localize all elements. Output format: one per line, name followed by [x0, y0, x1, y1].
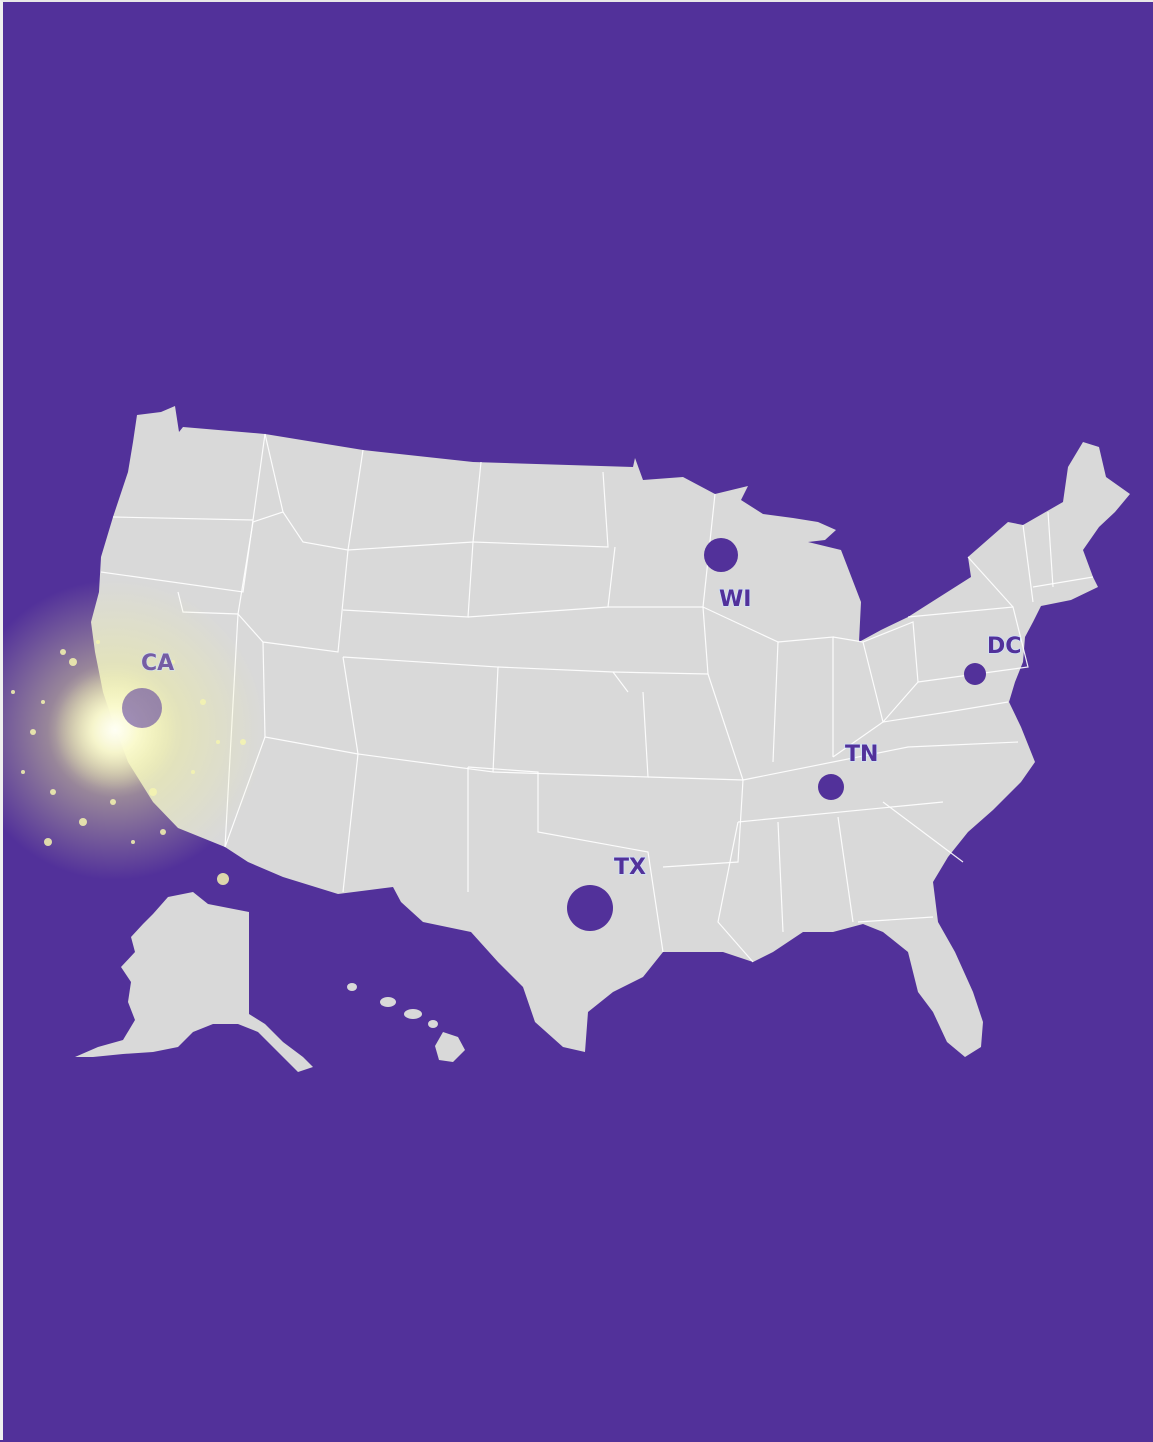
label-ca: CA: [141, 651, 174, 676]
highlight-sparkle: [3, 580, 265, 885]
label-tx: TX: [614, 855, 646, 880]
marker-dc[interactable]: [964, 663, 986, 685]
us-map: CA WI DC TN TX: [3, 406, 1130, 1072]
labels: CA WI DC TN TX: [140, 586, 1022, 880]
marker-ca[interactable]: [122, 688, 162, 728]
marker-tn[interactable]: [818, 774, 844, 800]
marker-wi[interactable]: [704, 538, 738, 572]
label-tn: TN: [845, 742, 878, 767]
marker-tx[interactable]: [567, 885, 613, 931]
label-wi: WI: [719, 587, 751, 612]
label-dc: DC: [987, 634, 1021, 659]
hawaii-land: [347, 983, 465, 1062]
contiguous-us-land: [91, 406, 1130, 1057]
alaska-land: [75, 892, 313, 1072]
markers: [122, 538, 986, 931]
